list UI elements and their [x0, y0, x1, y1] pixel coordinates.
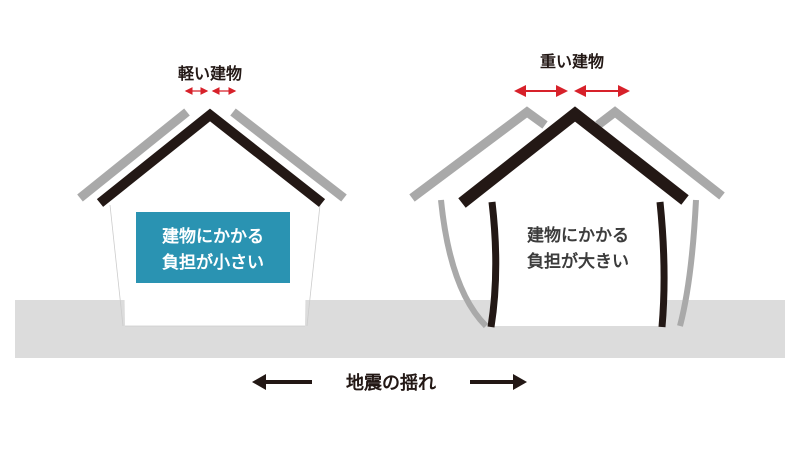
- load-label-line2: 負担が小さい: [162, 252, 264, 273]
- wall-left: [487, 201, 500, 328]
- heavy-building: 重い建物 建物にかかる 負担が大きい: [409, 52, 725, 329]
- ghost-roof-right: [595, 106, 725, 200]
- shaking-label: 地震の揺れ: [346, 372, 436, 394]
- ghost-wall-left: [438, 199, 489, 329]
- wall-right: [656, 201, 668, 328]
- arrow-left-icon: [252, 374, 312, 390]
- roof: [96, 108, 326, 207]
- light-building: 軽い建物 建物にかかる 負担が小さい: [77, 64, 347, 327]
- load-label-line2: 負担が大きい: [527, 251, 629, 272]
- arrow-right-icon: [470, 374, 527, 390]
- ghost-roof-left: [409, 106, 548, 202]
- roof: [458, 106, 689, 208]
- ghost-roof-right: [230, 108, 347, 202]
- light-building-title: 軽い建物: [178, 64, 242, 83]
- ghost-wall-right: [677, 199, 699, 327]
- ghost-roof-left: [77, 108, 190, 202]
- load-label-line1: 建物にかかる: [527, 225, 629, 246]
- heavy-building-title: 重い建物: [540, 52, 604, 71]
- house-body: [490, 118, 662, 326]
- shaking-indicator: 地震の揺れ: [252, 372, 527, 394]
- load-label-line1: 建物にかかる: [162, 226, 264, 247]
- load-label-box: [136, 212, 290, 283]
